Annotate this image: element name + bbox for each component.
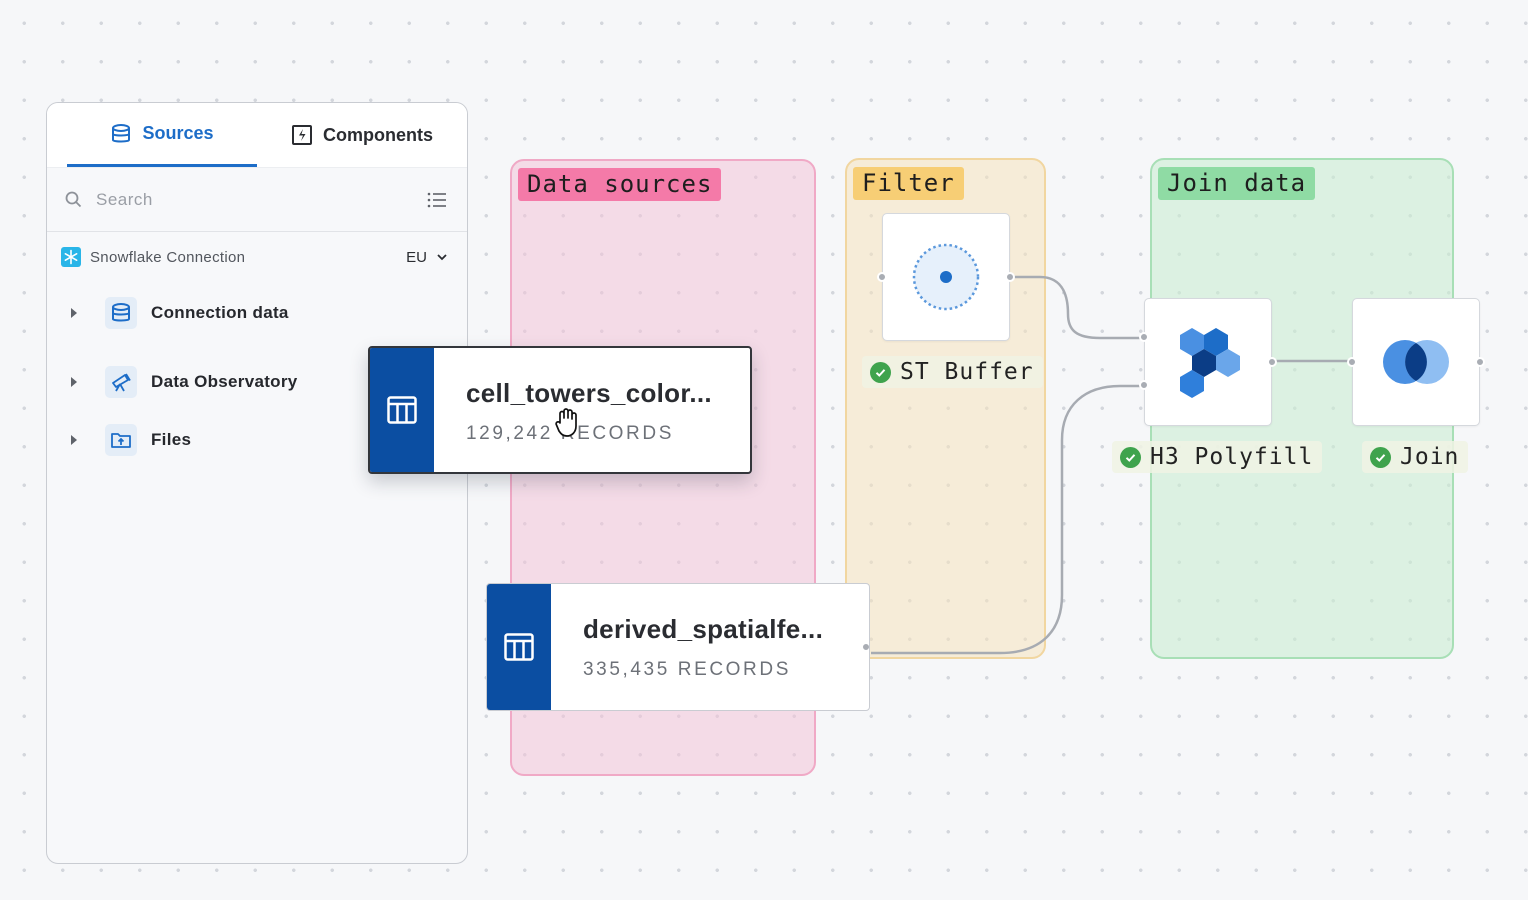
input-port[interactable]: [1139, 332, 1149, 342]
list-view-icon[interactable]: [427, 192, 447, 208]
search-input[interactable]: [96, 189, 427, 210]
source-records: 335,435 RECORDS: [583, 659, 791, 680]
panel-tabs: Sources Components: [47, 103, 467, 167]
region-select[interactable]: EU: [406, 249, 447, 266]
tree-item-data-observatory[interactable]: Data Observatory: [47, 360, 467, 404]
sources-panel: Sources Components: [46, 102, 468, 864]
source-card-cell-towers[interactable]: cell_towers_color... 129,242 RECORDS: [368, 346, 752, 474]
hexagons-icon: [1180, 328, 1240, 398]
source-records: 129,242 RECORDS: [466, 423, 674, 444]
expand-caret-icon[interactable]: [71, 435, 77, 445]
group-label: Join data: [1158, 167, 1316, 200]
component-icon: [292, 125, 312, 145]
source-card-derived[interactable]: derived_spatialfe... 335,435 RECORDS: [486, 583, 870, 711]
st-buffer-status: ST Buffer: [862, 356, 1043, 388]
connection-label: Snowflake Connection: [90, 248, 246, 266]
tree-item-label: Data Observatory: [151, 372, 298, 391]
output-port[interactable]: [1267, 357, 1277, 367]
output-port[interactable]: [1005, 272, 1015, 282]
check-circle-icon: [1370, 446, 1391, 468]
region-value: EU: [406, 248, 427, 266]
group-label: Data sources: [518, 168, 722, 201]
node-label: Join: [1400, 444, 1460, 470]
group-label: Filter: [853, 167, 964, 200]
output-port[interactable]: [1475, 357, 1485, 367]
tree-item-icon: [105, 297, 137, 329]
search-icon: [65, 191, 82, 208]
search-bar: [47, 167, 467, 232]
join-icon: [1383, 340, 1449, 384]
output-port[interactable]: [861, 642, 869, 652]
expand-caret-icon[interactable]: [71, 308, 77, 318]
check-circle-icon: [1120, 446, 1141, 468]
table-icon: [387, 396, 417, 424]
h3-polyfill-node[interactable]: [1139, 298, 1277, 426]
expand-caret-icon[interactable]: [71, 377, 77, 387]
telescope-icon: [112, 373, 131, 392]
node-label: H3 Polyfill: [1150, 444, 1314, 470]
database-icon: [112, 123, 131, 142]
connection-selector[interactable]: Snowflake Connection EU: [47, 232, 467, 282]
input-port[interactable]: [877, 272, 887, 282]
table-icon: [504, 633, 534, 661]
grab-cursor-icon: [555, 408, 577, 437]
st-buffer-node[interactable]: [877, 213, 1015, 341]
card-icon-panel: [370, 348, 434, 472]
tree-item-label: Connection data: [151, 303, 289, 322]
tab-sources[interactable]: Sources: [67, 103, 257, 167]
check-circle-icon: [870, 361, 891, 383]
tree-item-files[interactable]: Files: [47, 418, 467, 462]
tree-item-icon: [105, 366, 137, 398]
tree-item-icon: [105, 424, 137, 456]
node-label: ST Buffer: [900, 359, 1034, 385]
buffer-icon: [912, 243, 980, 311]
h3-polyfill-status: H3 Polyfill: [1112, 441, 1323, 473]
database-icon: [112, 303, 130, 322]
input-port[interactable]: [1347, 357, 1357, 367]
folder-upload-icon: [111, 433, 131, 448]
source-title: derived_spatialfe...: [583, 614, 824, 644]
tab-label: Components: [323, 124, 433, 145]
source-title: cell_towers_color...: [466, 378, 712, 408]
chevron-down-icon: [437, 253, 447, 260]
tree-item-connection-data[interactable]: Connection data: [47, 291, 467, 335]
tree-item-label: Files: [151, 430, 192, 449]
tab-components[interactable]: Components: [262, 103, 462, 167]
tab-label: Sources: [142, 123, 214, 143]
input-port[interactable]: [1139, 380, 1149, 390]
snowflake-icon: [61, 247, 81, 267]
join-node[interactable]: [1347, 298, 1485, 426]
join-status: Join: [1362, 441, 1469, 473]
card-icon-panel: [487, 584, 551, 710]
